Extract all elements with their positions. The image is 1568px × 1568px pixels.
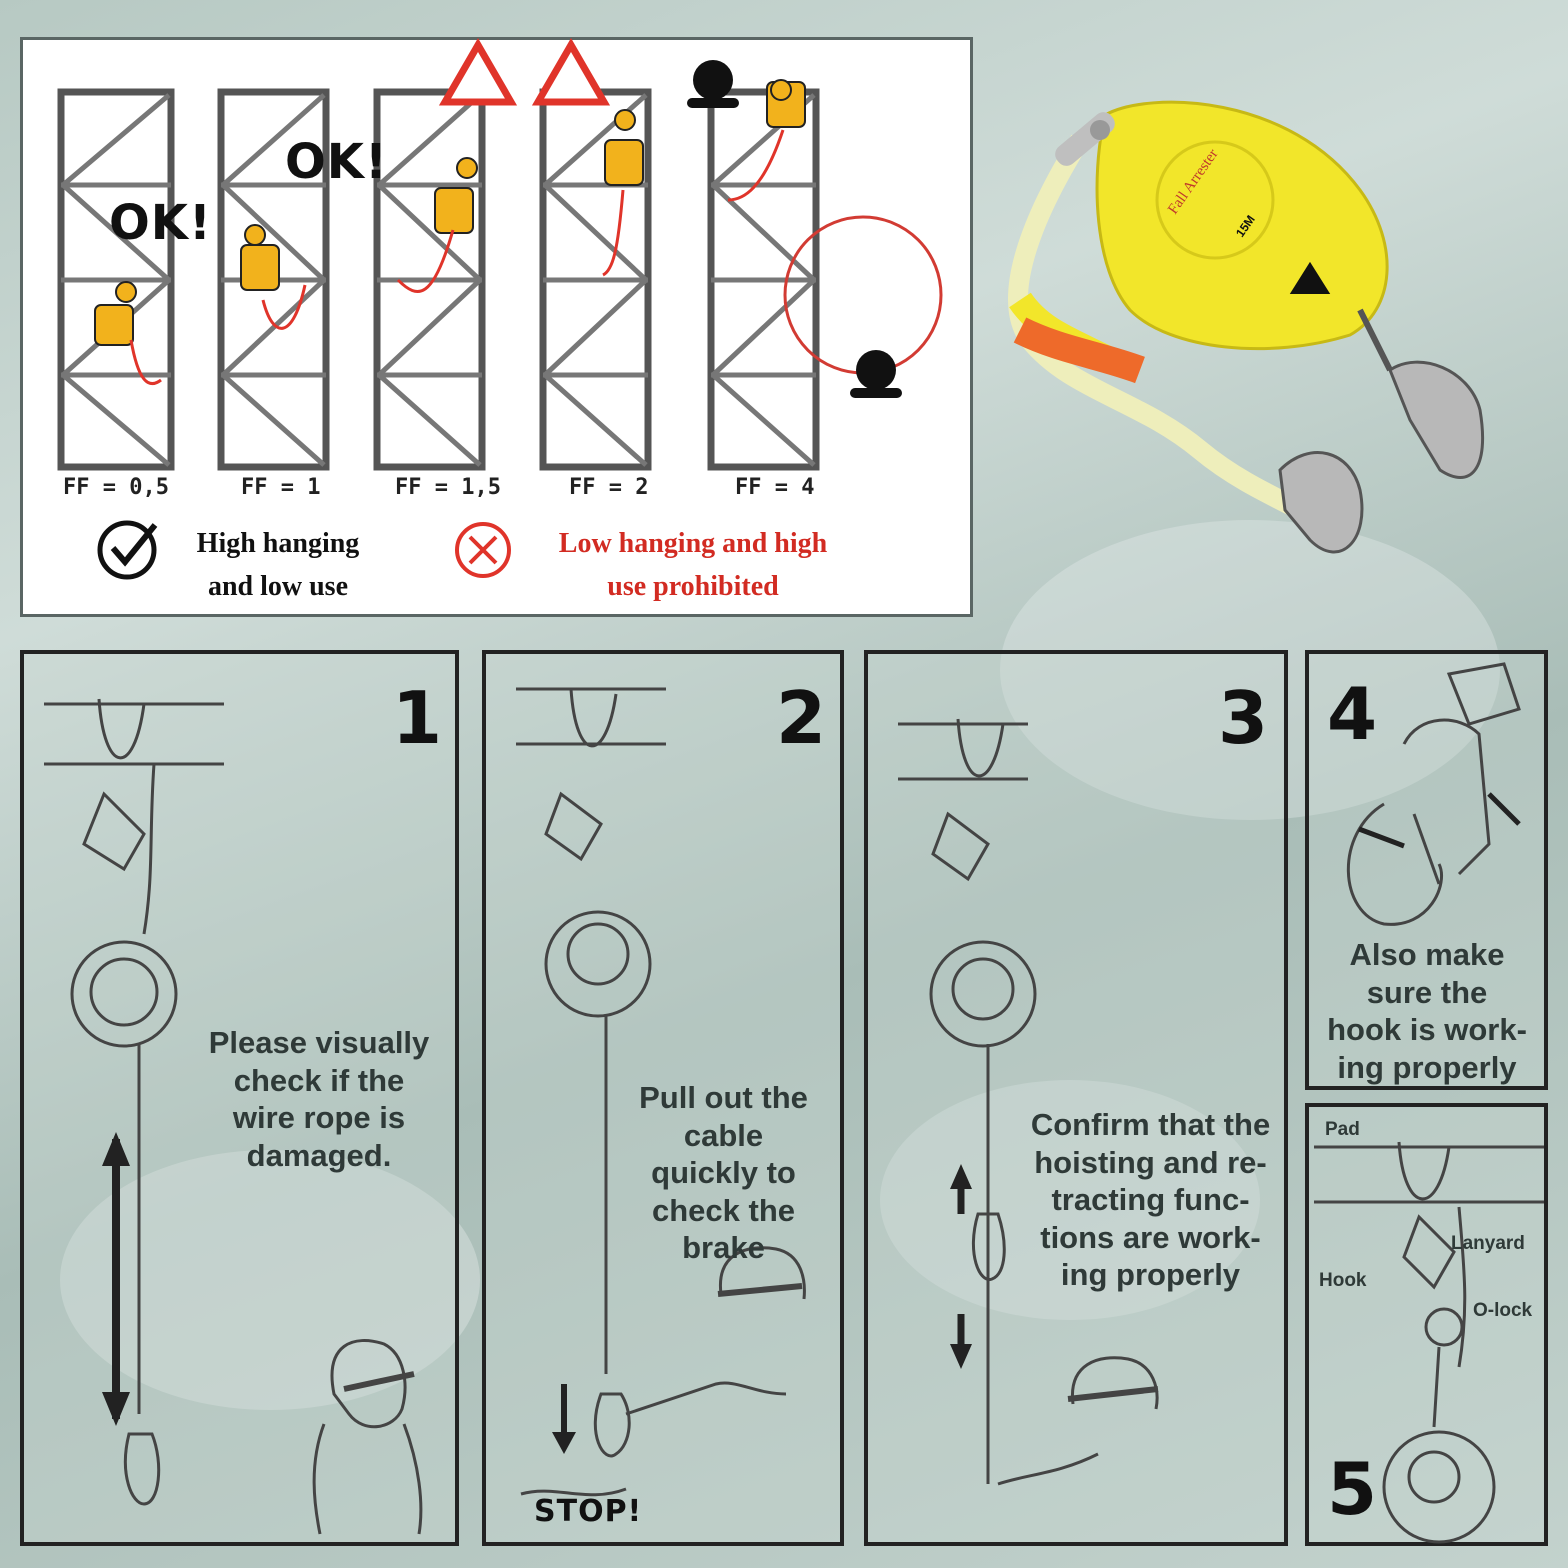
legend-good-line: and low use — [207, 571, 349, 602]
step-number: 1 — [392, 676, 443, 760]
step-text-line: cable — [683, 1117, 764, 1153]
step-1-illustration — [44, 698, 423, 1535]
step-4-text: Also make sure the hook is work- ing pro… — [1313, 936, 1541, 1086]
step-number: 4 — [1327, 672, 1378, 756]
step-2-illustration — [516, 687, 806, 1497]
step-panel-3: 3 Confirm that the hoisting and re- trac… — [864, 650, 1288, 1546]
stop-label: STOP! — [534, 1494, 643, 1529]
step-text-line: Confirm that the — [1030, 1107, 1271, 1142]
step-text-line: check the — [651, 1192, 795, 1228]
part-label-pad: Pad — [1325, 1119, 1360, 1140]
legend-good-line: High hanging — [196, 528, 360, 559]
step-text-line: hoisting and re- — [1034, 1144, 1267, 1180]
step-text-line: ing properly — [1060, 1257, 1241, 1292]
part-label-lanyard: Lanyard — [1451, 1233, 1525, 1254]
step-text-line: tracting func- — [1051, 1182, 1250, 1217]
fall-factor-card: OK! OK! FF = 0,5 FF = 1 FF = 1,5 FF = 2 … — [20, 37, 973, 617]
background-blot — [880, 1080, 1260, 1320]
step-number: 5 — [1327, 1447, 1378, 1531]
step-panel-4: 4 Also make sure the hook is work- ing p… — [1305, 650, 1548, 1090]
prohibited-icon — [455, 522, 511, 578]
step-text-line: wire rope is — [232, 1100, 406, 1135]
part-label-olock: O-lock — [1473, 1300, 1533, 1321]
step-panel-2: 2 STOP! Pull out the cable quickly to ch… — [482, 650, 844, 1546]
legend-bad-line: use prohibited — [607, 571, 779, 602]
hook-illustration — [1346, 662, 1521, 926]
warning-icon — [438, 38, 518, 106]
step-text-line: ing properly — [1337, 1049, 1517, 1085]
ok-mark: OK! — [109, 195, 212, 251]
step-3-illustration — [898, 718, 1159, 1486]
step-text-line: Pull out the — [639, 1080, 808, 1115]
part-label-hook: Hook — [1319, 1270, 1367, 1291]
step-text-line: brake — [682, 1230, 765, 1265]
background-blot — [60, 1150, 480, 1410]
step-text-line: hook is work- — [1327, 1012, 1527, 1047]
ok-mark: OK! — [285, 134, 388, 190]
step-text-line: check if the — [233, 1062, 405, 1098]
ff-label: FF = 2 — [569, 475, 649, 500]
step-text-line: tions are work- — [1040, 1219, 1261, 1255]
step-text-line: damaged. — [246, 1137, 392, 1173]
danger-icon — [531, 38, 611, 106]
check-icon — [97, 520, 158, 580]
ff-label: FF = 1 — [241, 475, 321, 500]
step-1-text: Please visually check if the wire rope i… — [189, 1024, 449, 1174]
legend-bad: Low hanging and high use prohibited — [523, 522, 863, 608]
skull-icon — [687, 60, 902, 398]
step-number: 2 — [776, 676, 827, 760]
step-text-line: Please visually — [208, 1025, 430, 1060]
step-text-line: sure the — [1366, 974, 1488, 1010]
step-text-line: Also make — [1349, 937, 1505, 972]
legend-bad-line: Low hanging and high — [558, 528, 828, 559]
step-panel-5: 5 Pad Lanyard Hook O-lock — [1305, 1103, 1548, 1546]
ff-label: FF = 1,5 — [395, 475, 501, 500]
background-blot — [1000, 520, 1500, 820]
ff-label: FF = 4 — [735, 475, 815, 500]
step-3-text: Confirm that the hoisting and re- tracti… — [1018, 1106, 1283, 1294]
step-number: 3 — [1218, 676, 1269, 760]
step-panel-1: 1 Please visually check if the wire rope… — [20, 650, 459, 1546]
worker-figures — [94, 79, 806, 346]
ff-label: FF = 0,5 — [63, 475, 169, 500]
anchor-illustration — [1314, 1141, 1544, 1544]
fall-arrester-product: Fall Arrester 15M — [1008, 100, 1485, 554]
legend-good: High hanging and low use — [163, 522, 393, 608]
step-text-line: quickly to — [651, 1155, 796, 1190]
scaffold-illustration — [57, 38, 943, 471]
step-2-text: Pull out the cable quickly to check the … — [616, 1079, 831, 1267]
